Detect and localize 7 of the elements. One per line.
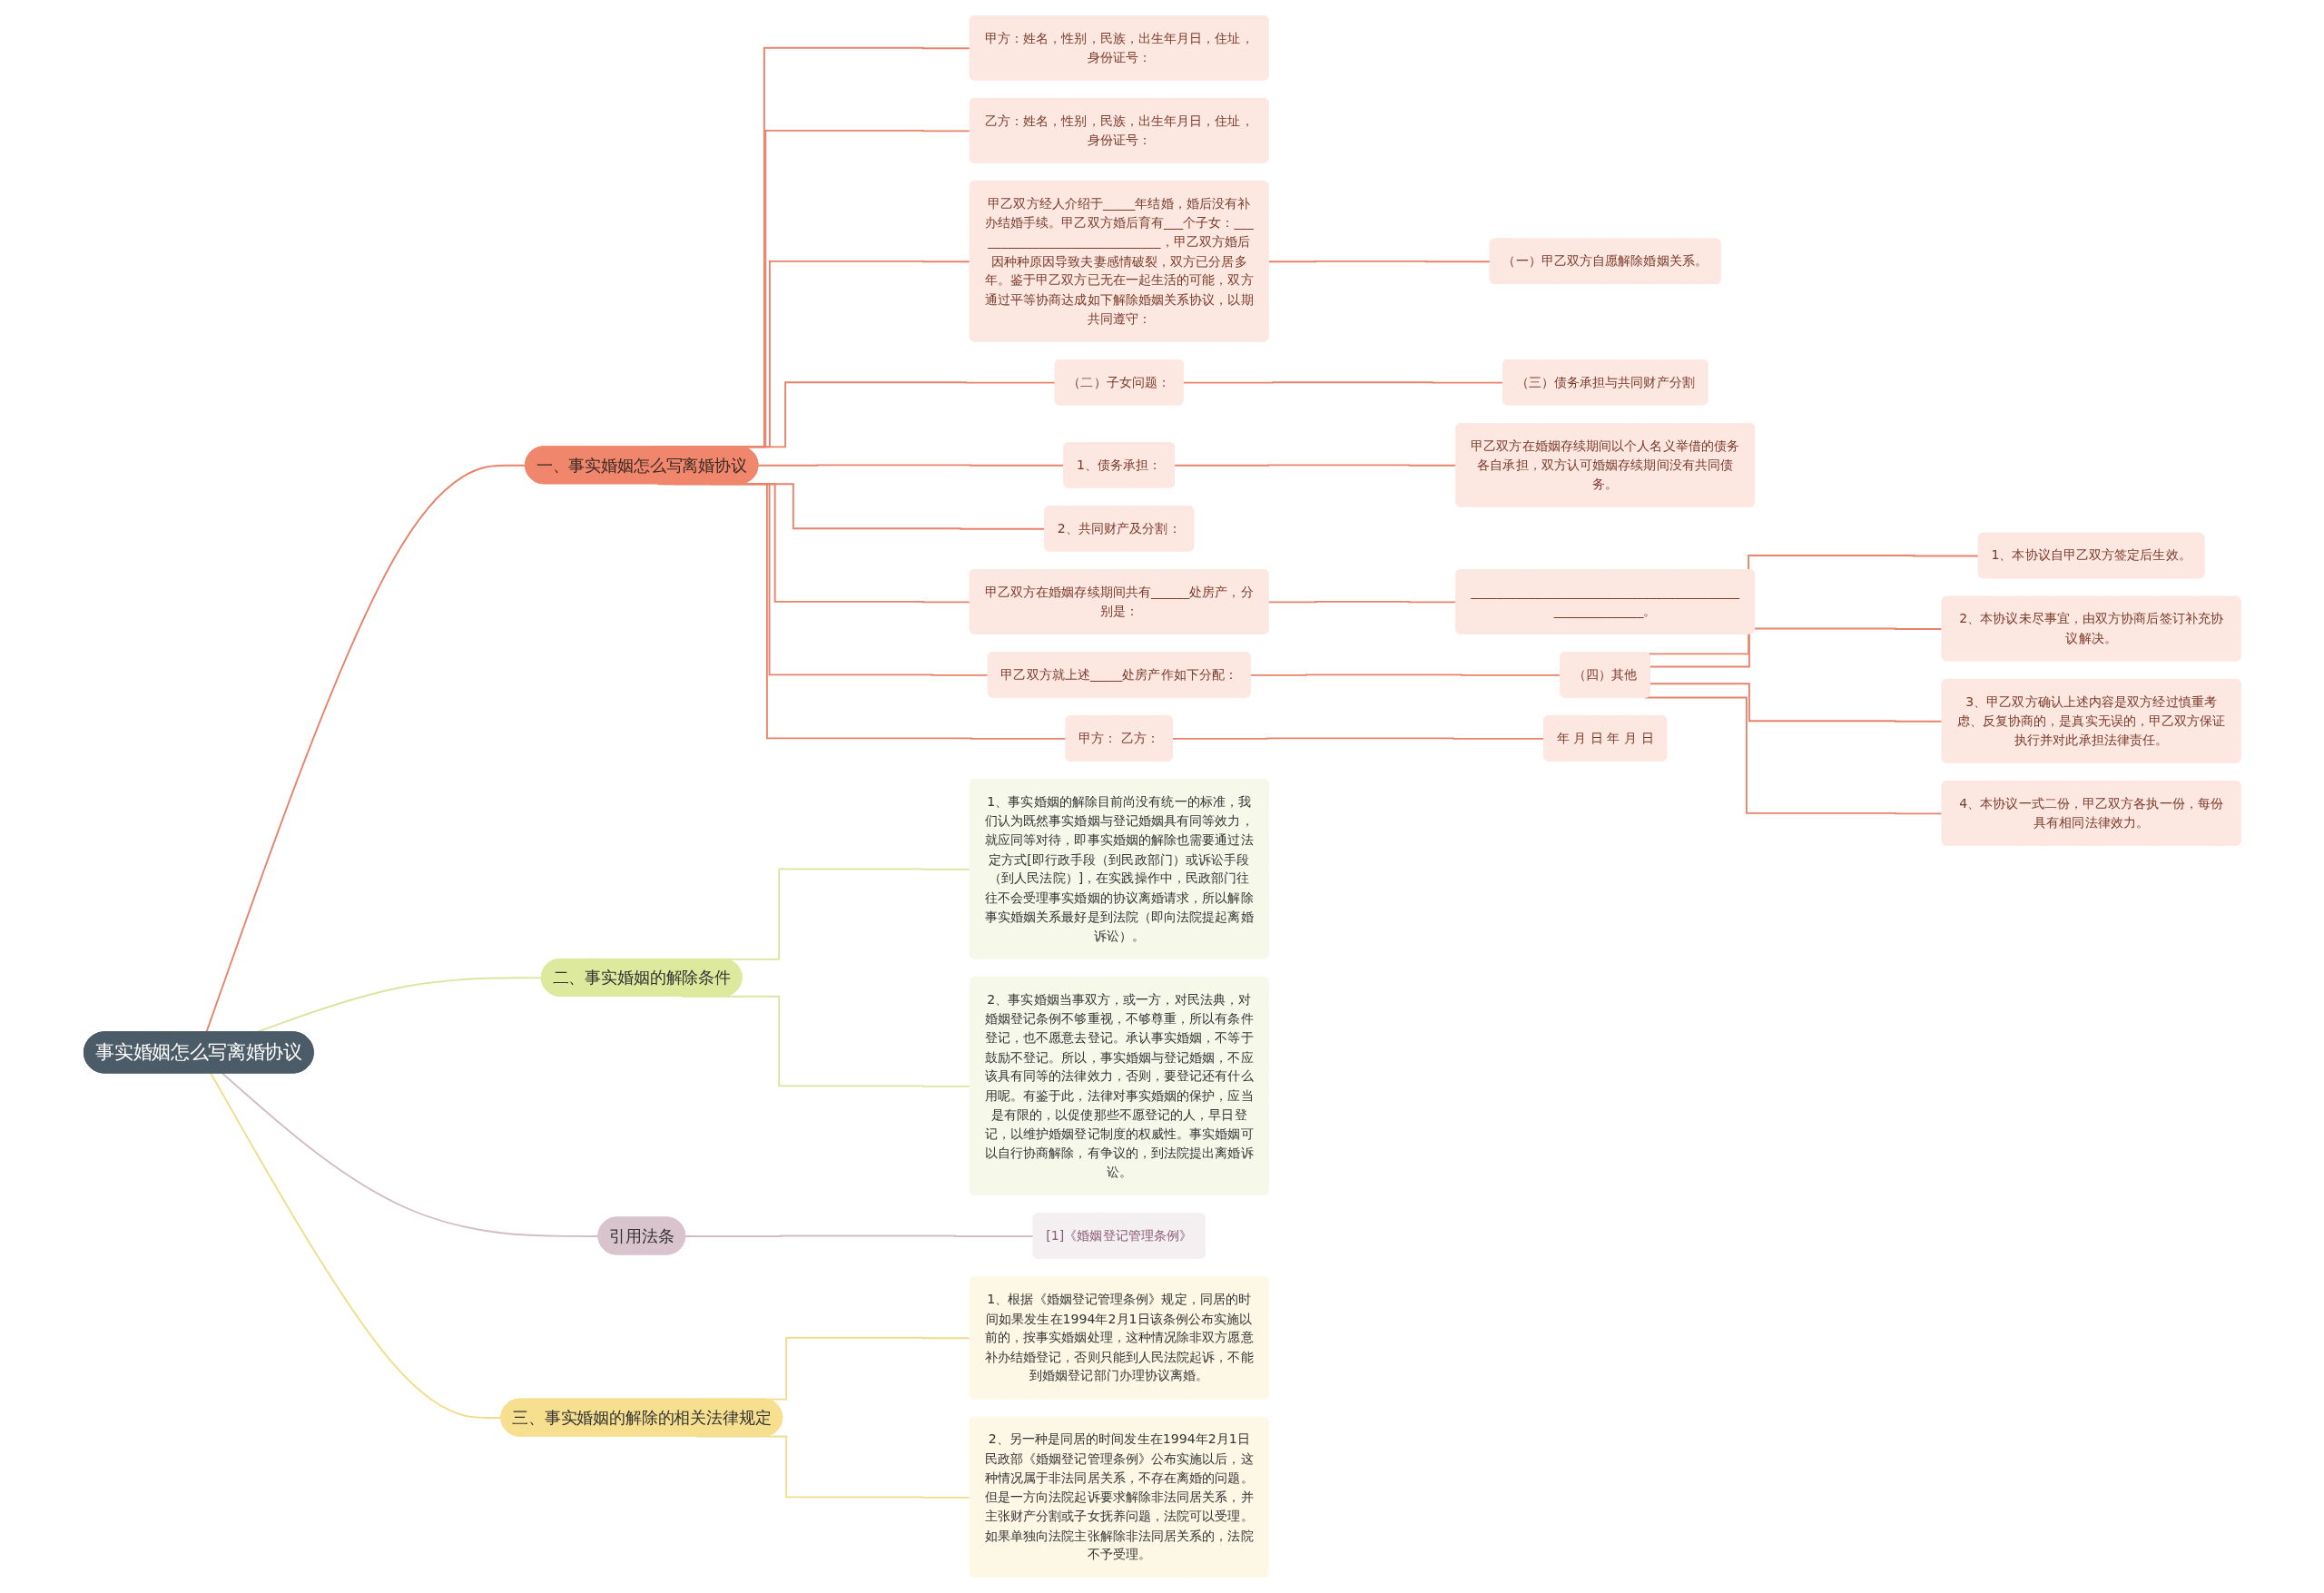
connector	[1249, 674, 1561, 676]
connector	[1171, 737, 1545, 740]
connector	[210, 1072, 502, 1419]
connector	[1173, 464, 1457, 467]
connector	[1267, 600, 1457, 604]
connector	[1267, 260, 1492, 263]
connector	[1182, 381, 1504, 384]
